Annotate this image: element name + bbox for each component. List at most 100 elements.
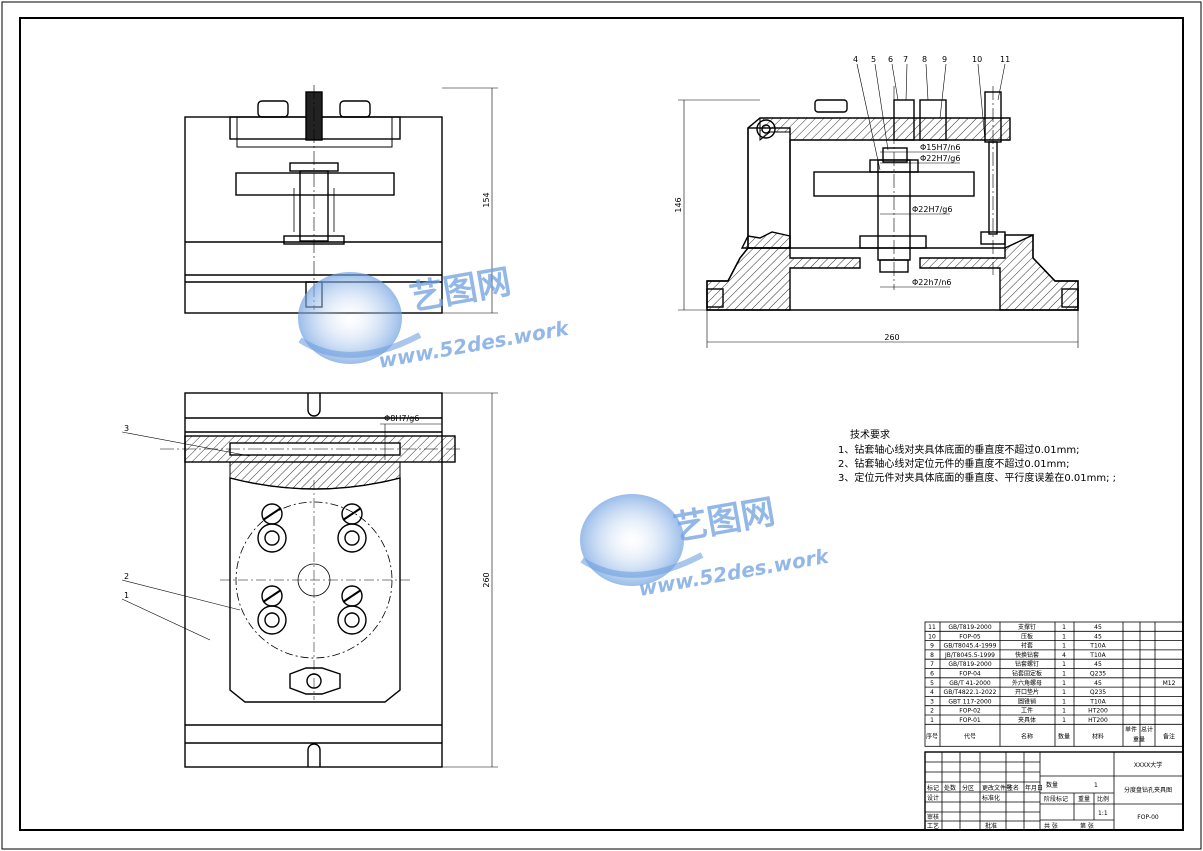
bom-cell-name: 开口垫片	[1015, 688, 1039, 696]
side-section-view	[678, 63, 1079, 348]
process-label: 工艺	[927, 822, 939, 830]
part-number-4: 4	[853, 55, 858, 64]
bom-cell-name: 外六角螺母	[1012, 679, 1042, 687]
bom-cell-material: 45	[1094, 661, 1102, 668]
watermark-brand-mid: 艺图网	[671, 492, 778, 549]
sheet-number: 第 张	[1080, 822, 1094, 830]
title-block-text: XXXX大学 分度盘钻孔夹具图 FOP-00 数量 1 阶段标记 重量 比例 1…	[927, 761, 1172, 830]
callout-3: 3	[124, 424, 129, 433]
bom-cell-material: T10A	[1089, 698, 1106, 705]
quantity-value: 1	[1094, 782, 1098, 789]
row-label-change-doc: 更改文件号	[982, 784, 1012, 792]
bom-cell-qty: 1	[1062, 708, 1066, 715]
bom-cell-code: GB/T819-2000	[948, 661, 992, 668]
bom-cell-qty: 1	[1062, 689, 1066, 696]
part-number-9: 9	[942, 55, 947, 64]
bom-cell-code: GBT 117-2000	[948, 698, 991, 705]
callout-1: 1	[124, 591, 129, 600]
bom-cell-qty: 4	[1062, 652, 1066, 659]
bom-header-material: 材料	[1092, 732, 1104, 740]
tech-requirement-2: 2、钻套轴心线对定位元件的垂直度不超过0.01mm;	[838, 457, 1069, 470]
bom-cell-no: 8	[930, 652, 934, 659]
watermark-url-top: www.52des.work	[377, 316, 572, 373]
row-label-mark: 标记	[927, 784, 939, 792]
school-name: XXXX大学	[1134, 761, 1162, 769]
bom-cell-name: 快换钻套	[1015, 651, 1039, 659]
fit-22-top-label: Φ22H7/g6	[920, 154, 960, 163]
bom-header-name: 名称	[1021, 732, 1033, 740]
side-view-height-dim: 146	[674, 197, 683, 212]
bom-header-weight: 重量	[1133, 735, 1145, 743]
bom-cell-qty: 1	[1062, 624, 1066, 631]
fit-22-bottom-label: Φ22h7/n6	[912, 278, 952, 287]
bom-cell-material: Q235	[1090, 689, 1106, 696]
quantity-label: 数量	[1046, 781, 1058, 789]
bom-cell-material: HT200	[1088, 708, 1108, 715]
bom-cell-material: T10A	[1089, 643, 1106, 650]
bom-cell-material: 45	[1094, 624, 1102, 631]
top-view	[121, 392, 498, 768]
part-number-7: 7	[903, 55, 908, 64]
bom-cell-no: 2	[930, 708, 934, 715]
callout-2: 2	[124, 572, 129, 581]
bom-cell-material: T10A	[1089, 652, 1106, 659]
bom-cell-name: 压板	[1021, 632, 1033, 640]
side-view-width-dim: 260	[884, 333, 899, 342]
bom-cell-name: 钻套固定板	[1012, 670, 1042, 678]
bom-cell-no: 11	[928, 624, 936, 631]
bom-cell-material: HT200	[1088, 717, 1108, 724]
bom-cell-no: 7	[930, 661, 934, 668]
standardize-label: 标准化	[982, 794, 1000, 802]
bom-header-total: 总计	[1141, 725, 1153, 733]
bom-cell-code: FOP-02	[959, 708, 981, 715]
bom-cell-material: Q235	[1090, 671, 1106, 678]
scale-value: 1:1	[1098, 810, 1108, 817]
bom-cell-qty: 1	[1062, 671, 1066, 678]
side-view-part-numbers: 4 5 6 7 8 9 10 11	[853, 55, 1010, 64]
row-label-date: 年月日	[1025, 784, 1043, 792]
designer-label: 设计	[927, 794, 939, 802]
bom-cell-name: 衬套	[1021, 642, 1033, 650]
part-number-5: 5	[871, 55, 876, 64]
front-view-height-dim: 154	[482, 192, 491, 207]
part-number-11: 11	[1000, 55, 1010, 64]
row-label-zone: 分区	[962, 784, 974, 792]
drawing-title: 分度盘钻孔夹具图	[1124, 786, 1172, 794]
fit-15-label: Φ15H7/n6	[920, 143, 960, 152]
watermark-top: 艺图网 www.52des.work	[298, 262, 572, 373]
bom-cell-code: GB/T 41-2000	[949, 680, 991, 687]
bom-cell-name: 圆锥销	[1018, 697, 1036, 705]
title-block	[924, 751, 1184, 831]
bom-cell-no: 9	[930, 643, 934, 650]
bom-cell-no: 4	[930, 689, 934, 696]
bom-cell-code: FOP-04	[959, 671, 981, 678]
part-number-6: 6	[888, 55, 893, 64]
bom-cell-qty: 1	[1062, 680, 1066, 687]
top-view-height-dim: 260	[482, 572, 491, 587]
bom-cell-code: FOP-01	[959, 717, 981, 724]
bom-cell-qty: 1	[1062, 643, 1066, 650]
bom-cell-qty: 1	[1062, 717, 1066, 724]
bom-cell-no: 5	[930, 680, 934, 687]
bom-cell-material: 45	[1094, 680, 1102, 687]
bom-header-code: 代号	[964, 732, 976, 740]
part-number-10: 10	[972, 55, 982, 64]
fit-8-label: Φ8H7/g6	[384, 414, 419, 423]
drawing-number: FOP-00	[1137, 814, 1159, 821]
bom-cell-note: M12	[1163, 680, 1176, 687]
checker-label: 审核	[927, 813, 939, 821]
bom-header-single: 单件	[1125, 725, 1137, 733]
bom-cell-name: 钻套螺钉	[1015, 660, 1039, 668]
bom-cell-name: 支撑钉	[1018, 623, 1036, 631]
bom-cell-no: 6	[930, 671, 934, 678]
bom-cell-name: 工件	[1021, 707, 1033, 715]
row-label-sign: 签名	[1007, 784, 1019, 792]
bom-cell-code: GB/T4822.1-2022	[944, 689, 997, 696]
bom-cell-no: 1	[930, 717, 934, 724]
stage-label: 阶段标记	[1044, 795, 1068, 803]
part-number-8: 8	[922, 55, 927, 64]
bom-header-note: 备注	[1163, 732, 1175, 740]
